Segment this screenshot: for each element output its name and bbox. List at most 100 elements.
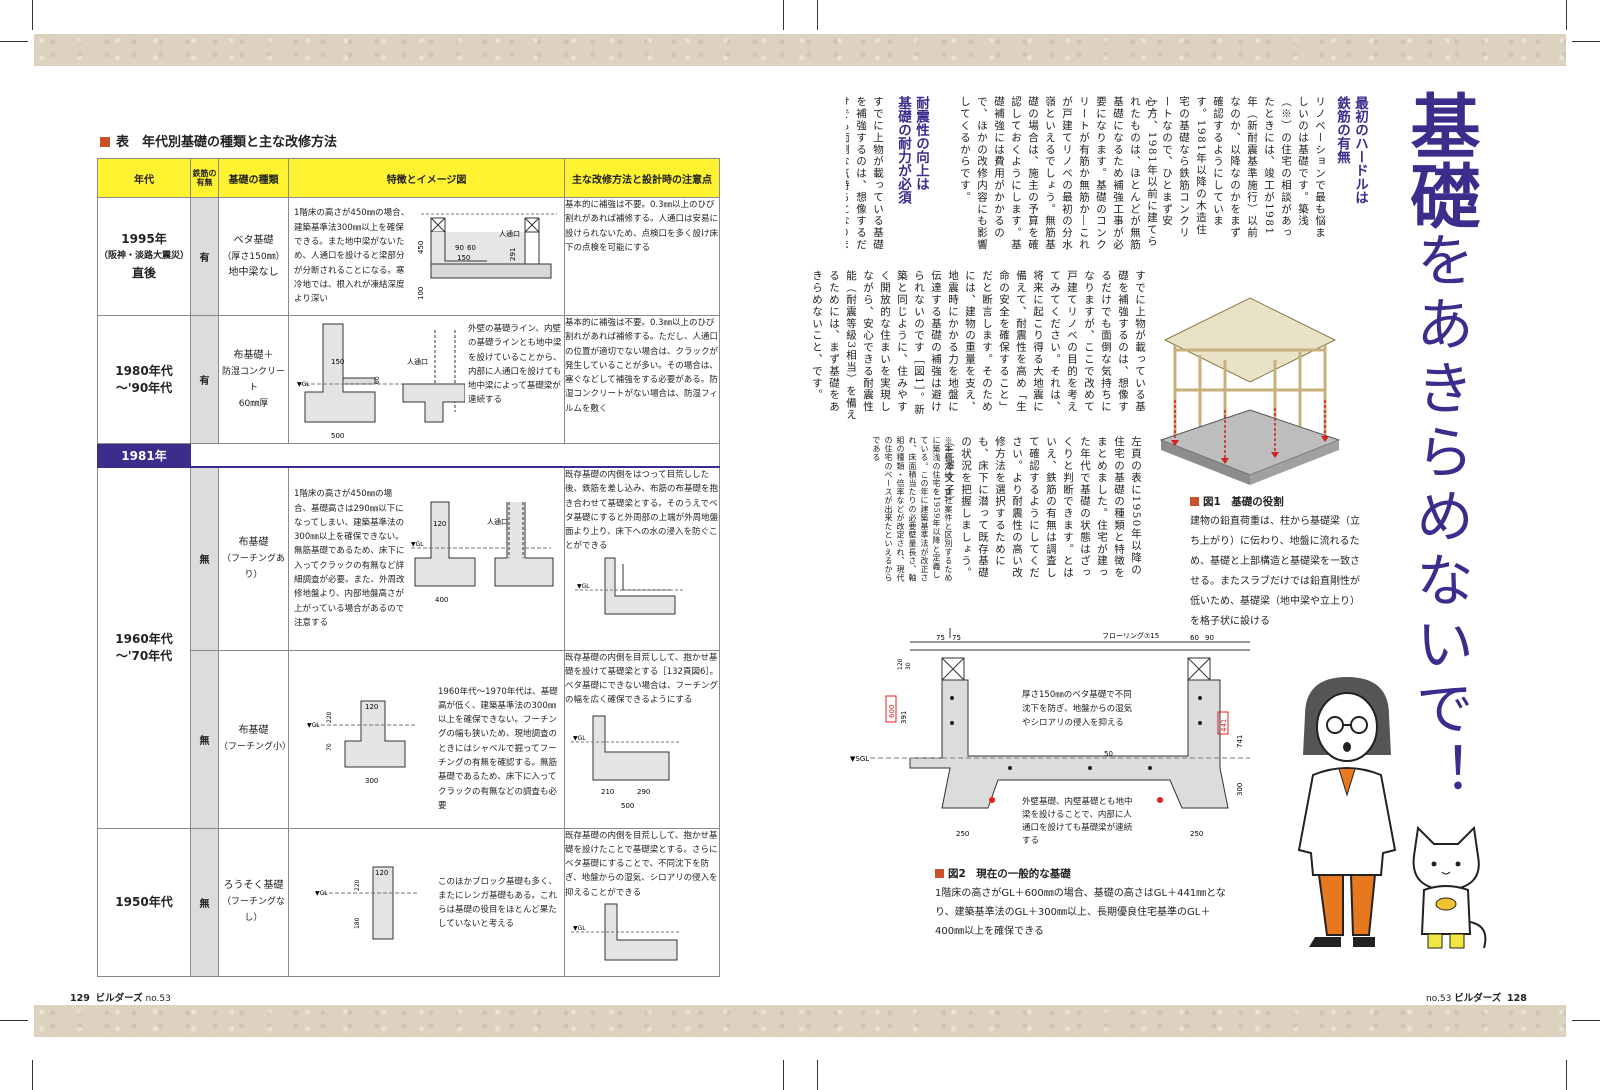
cat-character-illustration	[1412, 826, 1487, 949]
gl-label: ▼GL	[297, 381, 310, 388]
flooring-label: フローリング⑦15	[1102, 631, 1159, 640]
fig1-caption: 建物の鉛直荷重は、柱から基礎梁（立ち上がり）に伝わり、地盤に流れるため、基礎と上…	[1190, 516, 1360, 627]
remedy-cell: 既存基礎の内側をはつって目荒しした後、鉄筋を差し込み、布筋の布基礎を抱き合わせて…	[564, 466, 720, 651]
gl-label: ▼GL	[307, 722, 320, 729]
crop-mark	[1572, 1020, 1600, 1021]
era-cell: 1960年代～'70年代	[97, 466, 191, 829]
current-foundation-figure: 75 75 60 90 フローリング⑦15 ▼SGL 120 30 391 60…	[850, 628, 1250, 838]
crop-mark	[32, 1060, 33, 1090]
feature-text: 1階床の高さが450㎜の場合、建築基準法300㎜以上を確保できる。また地中梁がな…	[294, 208, 410, 305]
beta-foundation-figure: 450 90 60 150 人通口 291 100	[417, 213, 557, 300]
article-col4: 左頁の表に1950年以降の住宅の基礎の種類と特徴をまとめました。住宅が建った年代…	[943, 436, 1142, 579]
dim-600: 600	[888, 705, 896, 718]
dim-250: 250	[956, 830, 969, 838]
dim-70: 70	[326, 743, 333, 751]
feature-cell: ▼GL 150 60 人通口 500 外壁の基礎ライン、内壁の基礎ラインとも地中…	[288, 315, 565, 444]
article-col1: リノベーションで最も悩ましいのは基礎です。築浅（※）の住宅の相談があったときには…	[1144, 96, 1326, 239]
remedy-text: 既存基礎の内側をはつって目荒しした後、鉄筋を差し込み、布筋の布基礎を抱き合わせて…	[565, 470, 719, 552]
label-hitotoko: 人通口	[407, 357, 428, 366]
table-row: 1950年代 無 ろうそく基礎（フーチングなし） ▼GL 120 220 180…	[97, 827, 720, 977]
fig2-caption: 1階床の高さがGL＋600㎜の場合、基礎の高さはGL＋441㎜となり、建築基準法…	[935, 888, 1226, 937]
dim-150: 150	[457, 254, 470, 262]
gl-label: ▼GL	[573, 735, 586, 742]
section2-heading: 耐震性の向上は基礎の耐力が必須	[895, 96, 929, 204]
house-structure-illustration	[1159, 297, 1341, 485]
fig2-note-slab: 厚さ150㎜のベタ基礎で不同沈下を防ぎ、地盤からの湿気やシロアリの侵入を抑える	[1022, 688, 1134, 730]
rebar-cell: 無	[190, 649, 219, 829]
dim-300: 300	[1236, 783, 1244, 796]
right-page-folio: no.53 ビルダーズ 128	[1426, 993, 1527, 1004]
type-cell: 布基礎（フーチング小）	[218, 649, 291, 829]
dim-300: 300	[365, 777, 378, 785]
header-feature: 特徴とイメージ図	[288, 158, 565, 198]
remedy-text: 既存基礎の内側を目荒しして、抱かせ基礎を設けたことで基礎梁とする。さらにベタ基礎…	[565, 830, 718, 898]
crop-mark	[1572, 41, 1600, 42]
remedy-figure: ▼GL	[575, 557, 683, 615]
fig2-caption-title: 図2 現在の一般的な基礎	[935, 866, 1071, 881]
rebar-cell: 無	[190, 466, 219, 651]
rebar-cell: 無	[190, 827, 219, 977]
remedy-cell: 基本的に補強は不要。0.3㎜以上のひび割れがあれば補修する。人通口は安易に設けら…	[564, 197, 720, 316]
dim-220: 220	[354, 879, 361, 891]
gl-label: ▼GL	[411, 541, 424, 548]
rebar-cell: 有	[190, 315, 219, 444]
crop-mark	[0, 41, 28, 42]
bottom-texture-band	[34, 1005, 1566, 1037]
divider-1981-label: 1981年	[97, 443, 191, 468]
dim-210: 210	[601, 788, 614, 796]
dim-291: 291	[509, 248, 517, 261]
era-cell: 1995年（阪神・淡路大震災）直後	[97, 197, 191, 316]
dim-120: 120	[433, 520, 446, 528]
remedy-cell: 基本的に補強は不要。0.3㎜以上のひび割れがあれば補修する。ただし、人通口の位置…	[564, 315, 720, 444]
dim-90: 90	[455, 244, 464, 252]
dim-120: 120	[897, 658, 904, 670]
dim-60: 60	[467, 244, 476, 252]
dim-120: 120	[375, 869, 388, 877]
dim-90: 90	[1205, 634, 1214, 642]
table-row: 1960年代～'70年代 無 布基礎（フーチングあり） 1階床の高さが450㎜の…	[97, 466, 720, 829]
doctor-character-illustration	[1297, 677, 1397, 947]
crop-mark	[783, 1060, 784, 1090]
crop-mark	[1566, 0, 1567, 30]
dim-400: 400	[435, 596, 448, 604]
crop-mark	[817, 1060, 818, 1090]
article-col3-b: すでに上物が載っている基礎を補強するのは、想像するだけでも面倒な気持ちになります…	[811, 270, 1146, 421]
dim-441: 441	[1220, 719, 1228, 732]
remedy-figure: ▼GL 210 290 500	[571, 715, 681, 810]
dim-50: 50	[1104, 750, 1113, 758]
fig1-caption-title: 図1 基礎の役割	[1190, 494, 1284, 509]
dim-220: 220	[326, 711, 333, 723]
dim-391: 391	[900, 711, 908, 724]
table-row: 1995年（阪神・淡路大震災）直後 有 ベタ基礎（厚さ150㎜）地中梁なし 1階…	[97, 197, 720, 316]
label-hitotoko: 人通口	[499, 229, 520, 238]
feature-text: 1階床の高さが450㎜の場合、基礎高さは290㎜以下になってしまい、建築基準法の…	[294, 489, 405, 628]
dim-100: 100	[417, 287, 425, 300]
crop-mark	[1566, 1060, 1567, 1090]
dim-290: 290	[637, 788, 650, 796]
remedy-cell: 既存基礎の内側を目荒しして、抱かせ基礎を設けて基礎梁とする［132頁図6］。ベタ…	[564, 649, 720, 829]
left-page-folio: 129 ビルダーズ no.53	[70, 993, 171, 1004]
candle-foundation-figure: ▼GL 120 220 180	[315, 866, 417, 939]
footnote: ※本稿では、自社案件と区別するために築浅の住宅を1959年以降と定義している。こ…	[872, 436, 953, 583]
crop-mark	[783, 0, 784, 30]
divider-1981-row: 1981年	[97, 443, 720, 468]
foundation-table: 年代 鉄筋の有無 基礎の種類 特徴とイメージ図 主な改修方法と設計時の注意点 1…	[97, 158, 720, 977]
label-hitotoko: 人通口	[487, 517, 508, 526]
era-cell: 1980年代～'90年代	[97, 315, 191, 444]
era-cell: 1950年代	[97, 827, 191, 977]
dim-75: 75	[936, 634, 945, 642]
remedy-figure: ▼GL	[571, 903, 681, 961]
dim-500: 500	[621, 802, 634, 810]
crop-mark	[817, 0, 818, 30]
footing-foundation-figure: ▼GL 120 人通口 400	[411, 501, 554, 604]
header-era: 年代	[97, 158, 191, 198]
header-rebar: 鉄筋の有無	[190, 158, 219, 198]
dim-60: 60	[1190, 634, 1199, 642]
gl-label: ▼SGL	[850, 755, 869, 763]
strip-foundation-figure: ▼GL 150 60 人通口 500	[297, 323, 465, 440]
table-header-row: 年代 鉄筋の有無 基礎の種類 特徴とイメージ図 主な改修方法と設計時の注意点	[97, 158, 720, 198]
header-type: 基礎の種類	[218, 158, 289, 198]
dim-60: 60	[374, 376, 381, 384]
